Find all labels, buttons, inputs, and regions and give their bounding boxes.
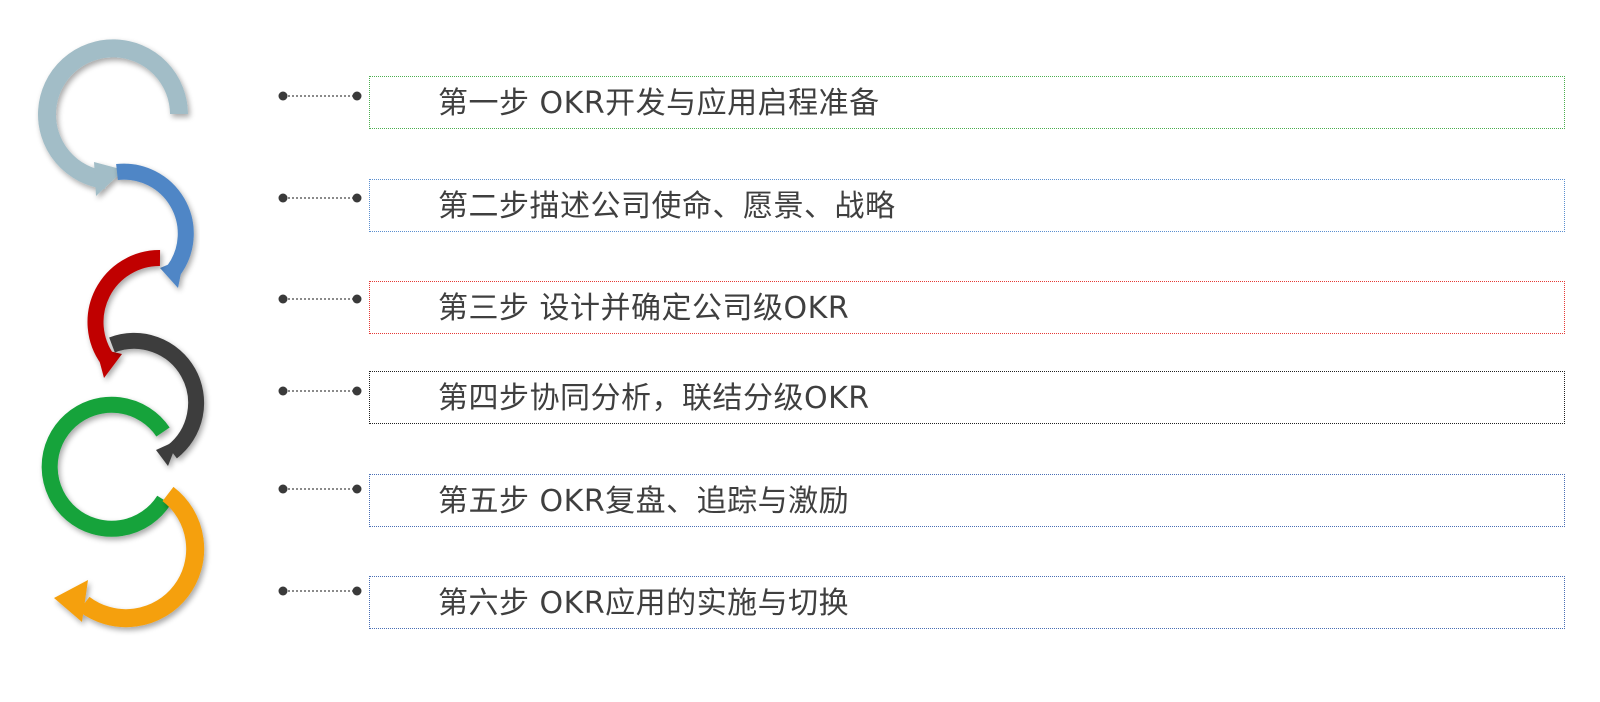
arc-black [109, 332, 205, 466]
cycle-arrows-graphic [38, 39, 205, 628]
step-label-2: 第二步描述公司使命、愿景、战略 [438, 189, 896, 224]
arc-green [41, 396, 171, 537]
arc-red [87, 249, 161, 378]
step-box-3: 第三步 设计并确定公司级OKR [369, 281, 1565, 334]
step-box-4: 第四步协同分析，联结分级OKR [369, 371, 1565, 424]
arc-gray [38, 39, 188, 196]
connector-lines [278, 91, 362, 596]
connector-5 [278, 484, 362, 494]
arc-orange [54, 486, 205, 628]
step-label-6: 第六步 OKR应用的实施与切换 [438, 586, 850, 621]
step-box-2: 第二步描述公司使命、愿景、战略 [369, 179, 1565, 232]
arc-blue [116, 163, 194, 288]
connector-1 [278, 91, 362, 101]
connector-2 [278, 193, 362, 203]
step-label-1: 第一步 OKR开发与应用启程准备 [438, 86, 880, 121]
connector-6 [278, 586, 362, 596]
connector-4 [278, 386, 362, 396]
step-box-5: 第五步 OKR复盘、追踪与激励 [369, 474, 1565, 527]
step-box-6: 第六步 OKR应用的实施与切换 [369, 576, 1565, 629]
connector-3 [278, 294, 362, 304]
step-box-1: 第一步 OKR开发与应用启程准备 [369, 76, 1565, 129]
step-label-3: 第三步 设计并确定公司级OKR [438, 291, 850, 326]
step-label-4: 第四步协同分析，联结分级OKR [438, 381, 870, 416]
step-label-5: 第五步 OKR复盘、追踪与激励 [438, 484, 850, 519]
